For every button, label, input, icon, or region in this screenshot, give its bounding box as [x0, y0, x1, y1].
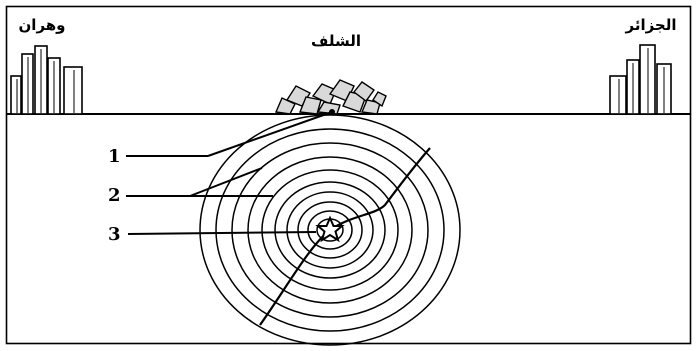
callout-number-3: 3 — [108, 224, 121, 245]
epicenter-marker — [329, 109, 335, 115]
diagram-frame — [7, 7, 691, 344]
city-label-chlef: الشلف — [311, 32, 361, 50]
callout-number-2: 2 — [108, 185, 121, 206]
city-label-algiers: الجزائر — [624, 16, 676, 34]
callout-number-1: 1 — [108, 146, 121, 167]
city-label-oran: وهران — [19, 16, 66, 34]
